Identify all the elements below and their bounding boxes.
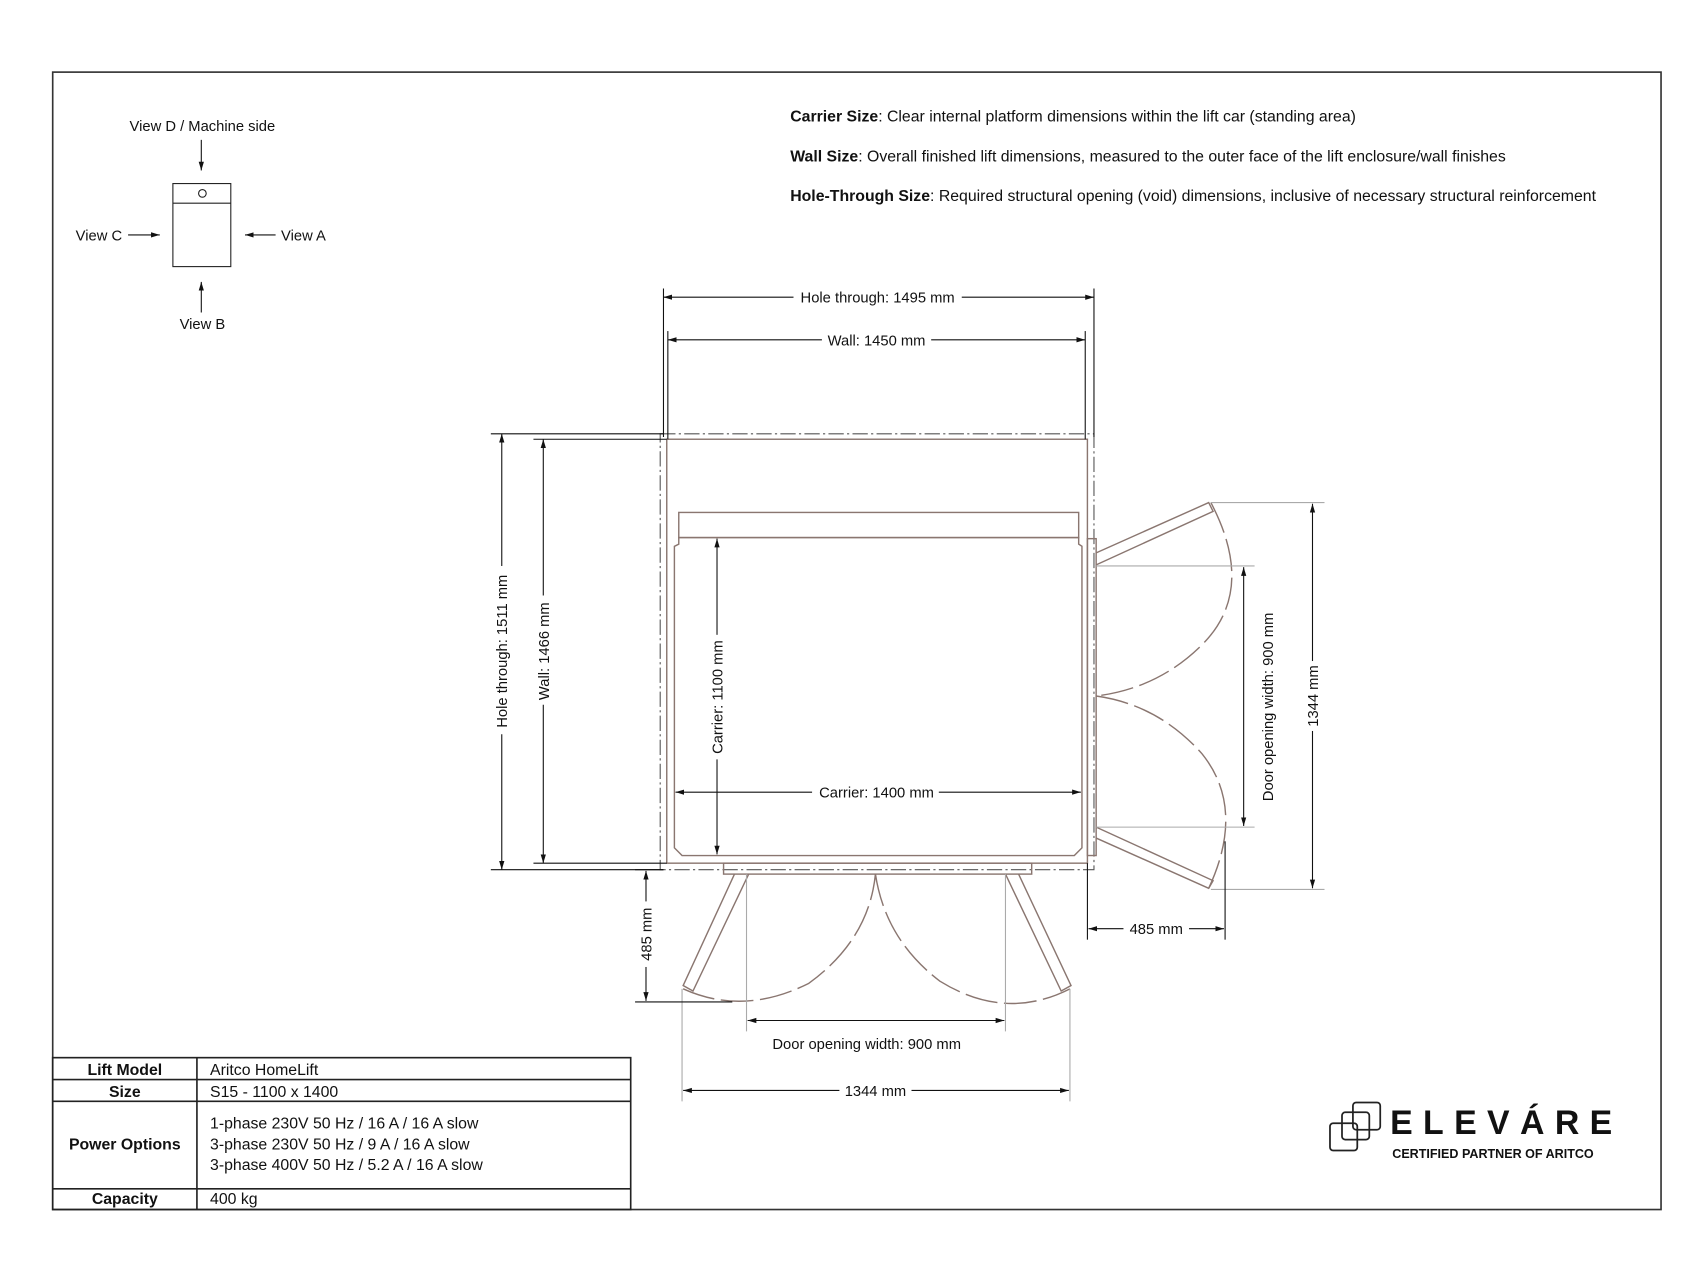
spec-value-lift-model: Aritco HomeLift — [210, 1062, 319, 1079]
spec-table — [51, 1056, 632, 1211]
spec-label-power: Power Options — [69, 1136, 181, 1153]
spec-label-capacity: Capacity — [92, 1191, 158, 1208]
spec-value-capacity: 400 kg — [210, 1191, 258, 1208]
spec-label-lift-model: Lift Model — [87, 1062, 162, 1079]
definition-wall: Wall Size: Overall finished lift dimensi… — [790, 149, 1506, 166]
right-door-sill — [1086, 537, 1097, 857]
spec-value-size: S15 - 1100 x 1400 — [210, 1084, 338, 1101]
wall-width-label: Wall: 1450 mm — [828, 333, 926, 349]
logo-wordmark: ELEVÁRE — [1390, 1104, 1623, 1142]
bottom-door-span-label: 1344 mm — [845, 1084, 907, 1100]
bottom-door-swing-left — [682, 874, 877, 1002]
bottom-door-swing-right — [874, 873, 1071, 1005]
definition-carrier: Carrier Size: Clear internal platform di… — [790, 108, 1356, 125]
carrier-backwall — [678, 511, 1080, 539]
right-door-swing-bottom — [1096, 695, 1227, 889]
machine-icon — [198, 189, 207, 198]
hole-through-outline — [659, 433, 1095, 871]
right-door-leaf-bottom — [1095, 826, 1215, 890]
bottom-door-leaf-right — [1004, 873, 1072, 992]
key-shaft-box — [172, 183, 232, 268]
carrier-platform — [673, 536, 1083, 857]
right-door-leaf-top — [1095, 501, 1215, 566]
hole-depth-label: Hole through: 1511 mm — [495, 575, 511, 728]
definitions: Carrier Size: Clear internal platform di… — [790, 108, 1596, 205]
view-b-label: View B — [180, 317, 226, 333]
spec-value-power-2: 3-phase 230V 50 Hz / 9 A / 16 A slow — [210, 1136, 470, 1153]
view-a-label: View A — [281, 228, 326, 244]
spec-table-rows: Lift Model Aritco HomeLift Size S15 - 11… — [69, 1062, 483, 1208]
spec-value-power-1: 1-phase 230V 50 Hz / 16 A / 16 A slow — [210, 1116, 479, 1133]
view-c-label: View C — [76, 228, 123, 244]
right-door-opening-label: Door opening width: 900 mm — [1261, 613, 1277, 802]
wall-depth-label: Wall: 1466 mm — [537, 602, 553, 700]
bottom-door — [635, 862, 1072, 1102]
view-d-label: View D / Machine side — [130, 119, 276, 135]
right-door — [1086, 501, 1325, 940]
orientation-key: View D / Machine side View C View A View… — [76, 119, 326, 333]
spec-value-power-3: 3-phase 400V 50 Hz / 5.2 A / 16 A slow — [210, 1157, 483, 1174]
shaft-plan — [490, 288, 1095, 871]
spec-label-size: Size — [109, 1084, 141, 1101]
carrier-width-label: Carrier: 1400 mm — [819, 786, 934, 802]
elevare-logo: ELEVÁRE CERTIFIED PARTNER OF ARITCO — [1329, 1101, 1623, 1161]
carrier-depth-label: Carrier: 1100 mm — [710, 640, 726, 754]
definition-hole-through: Hole-Through Size: Required structural o… — [790, 188, 1596, 205]
bottom-door-swing-label: 485 mm — [639, 908, 655, 961]
logo-tagline: CERTIFIED PARTNER OF ARITCO — [1392, 1147, 1594, 1161]
bottom-door-sill — [722, 862, 1033, 875]
right-door-span-label: 1344 mm — [1306, 665, 1322, 727]
hole-width-label: Hole through: 1495 mm — [801, 291, 955, 307]
right-door-swing-top — [1096, 502, 1233, 697]
bottom-door-opening-label: Door opening width: 900 mm — [772, 1037, 961, 1053]
logo-squares-icon — [1329, 1101, 1382, 1152]
drawing-frame — [51, 71, 1662, 1211]
bottom-door-leaf-left — [682, 873, 750, 992]
right-door-swing-label: 485 mm — [1130, 922, 1183, 938]
